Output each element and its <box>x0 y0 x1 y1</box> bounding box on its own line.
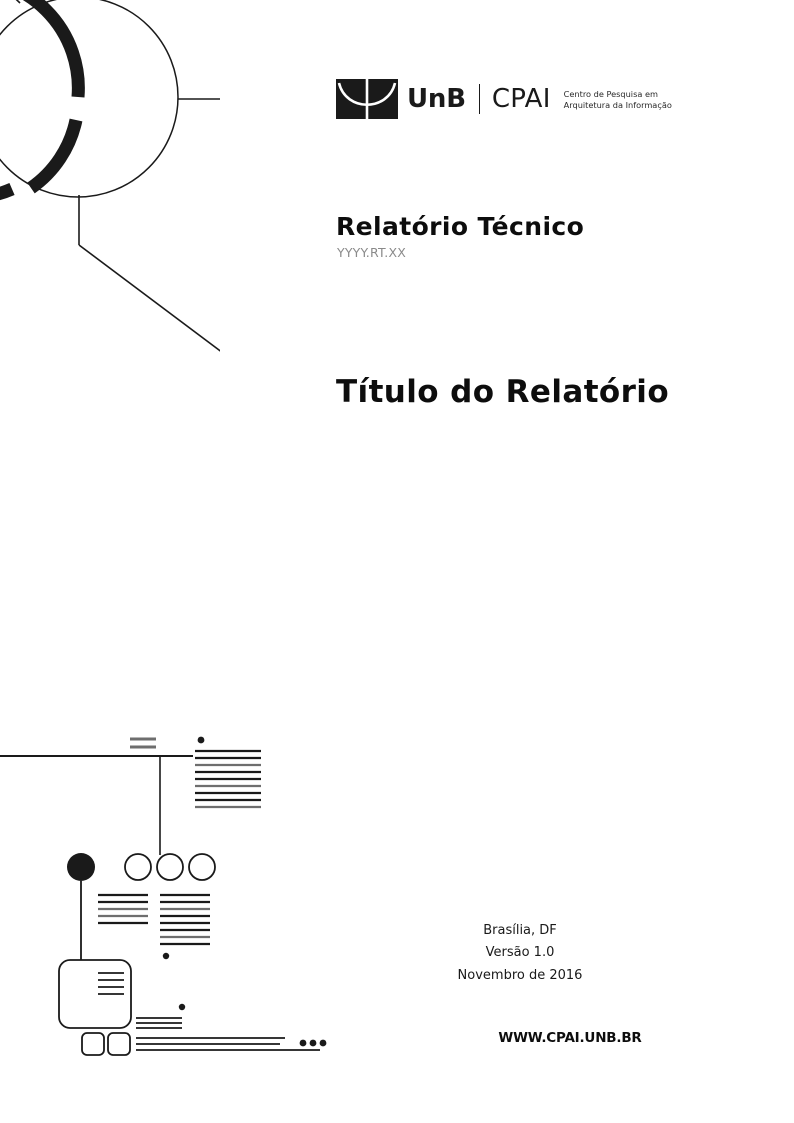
website-url: WWW.CPAI.UNB.BR <box>498 1030 642 1046</box>
imprint-place: Brasília, DF <box>483 923 557 938</box>
report-kind-heading: Relatório Técnico <box>336 212 585 241</box>
brand-divider <box>478 84 480 114</box>
brand-lockup: UnB CPAI Centro de Pesquisa em Arquitetu… <box>336 78 672 120</box>
cpai-tagline: Centro de Pesquisa em Arquitetura da Inf… <box>564 88 672 111</box>
page-title: Título do Relatório <box>336 373 670 410</box>
cpai-wordmark: CPAI <box>491 84 551 114</box>
wireframe-decoration <box>0 736 327 1056</box>
imprint-date: Novembro de 2016 <box>457 967 583 983</box>
unb-logo-icon <box>336 79 398 119</box>
circle-arc-decoration <box>0 0 220 352</box>
cpai-tagline-line-2: Arquitetura da Informação <box>563 99 672 110</box>
report-code: YYYY.RT.XX <box>337 245 407 260</box>
cpai-tagline-line-1: Centro de Pesquisa em <box>563 88 658 99</box>
imprint-block: Brasília, DF Versão 1.0 Novembro de 2016 <box>390 920 650 987</box>
unb-wordmark: UnB <box>407 84 466 114</box>
imprint-version: Versão 1.0 <box>485 945 555 961</box>
